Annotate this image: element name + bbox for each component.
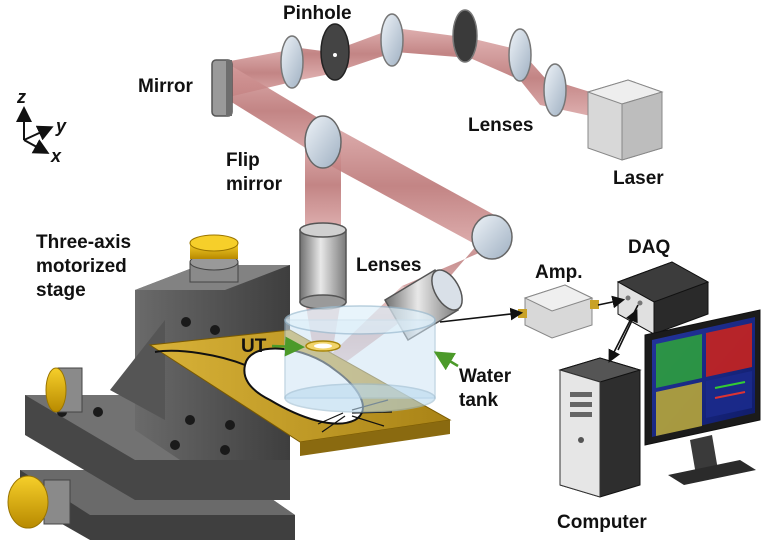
ut-label: UT bbox=[241, 336, 267, 357]
right-lens-icon bbox=[471, 214, 513, 260]
lenses-mid-label: Lenses bbox=[356, 255, 422, 276]
mirror-label: Mirror bbox=[138, 76, 193, 97]
lens-icon bbox=[280, 9, 567, 117]
daq-box bbox=[616, 261, 710, 335]
axis-y-label: y bbox=[56, 116, 67, 136]
daq-label: DAQ bbox=[628, 237, 671, 258]
pinhole-icon bbox=[320, 23, 350, 81]
stage-label-line2: motorized bbox=[36, 256, 127, 277]
water-tank-pointer-arrow bbox=[433, 351, 459, 371]
objective-lens-icon bbox=[299, 222, 347, 310]
ut-pointer-arrow bbox=[271, 336, 305, 357]
axis-x-label: x bbox=[51, 146, 62, 166]
flip-mirror-icon bbox=[304, 115, 342, 169]
transducer-icon bbox=[305, 340, 341, 352]
stage-knob-icon bbox=[7, 234, 239, 529]
axis-z-label: z bbox=[17, 87, 26, 107]
amplifier-box bbox=[518, 284, 599, 339]
stage-label-line3: stage bbox=[36, 280, 86, 301]
flip-mirror-label-line2: mirror bbox=[226, 174, 282, 195]
computer-label: Computer bbox=[557, 512, 647, 533]
flip-mirror-label-line1: Flip bbox=[226, 150, 260, 171]
water-tank-label-line2: tank bbox=[459, 390, 499, 411]
mirror-icon bbox=[211, 59, 233, 117]
monitor bbox=[644, 309, 761, 485]
signal-cables bbox=[439, 295, 639, 363]
stage-label-line1: Three-axis bbox=[36, 232, 132, 253]
laser-label: Laser bbox=[613, 168, 664, 189]
lenses-top-label: Lenses bbox=[468, 115, 534, 136]
axes-icon bbox=[16, 106, 54, 154]
water-tank-label-line1: Water bbox=[459, 366, 512, 387]
computer-tower bbox=[558, 357, 642, 498]
water-tank bbox=[284, 305, 436, 413]
pinhole-label: Pinhole bbox=[283, 3, 352, 24]
amp-label: Amp. bbox=[535, 262, 583, 283]
laser-box bbox=[586, 79, 664, 161]
